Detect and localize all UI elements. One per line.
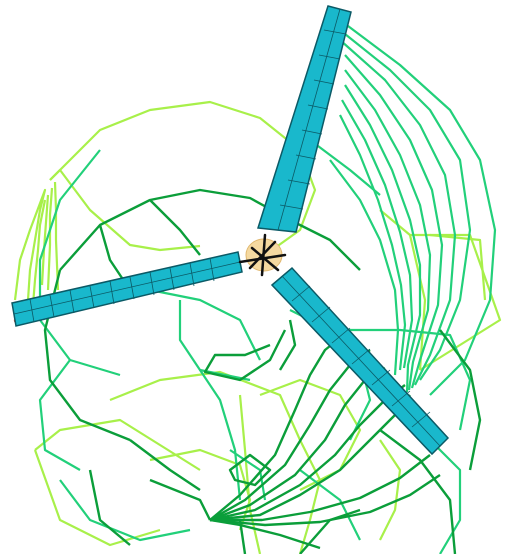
turbine-blade-left xyxy=(11,251,243,327)
turbine-hub xyxy=(238,233,287,277)
turbine-blade-right xyxy=(270,266,450,456)
wake-wireframe-light xyxy=(13,100,502,554)
turbine-blade-top xyxy=(257,5,352,233)
wake-wireframe-mid xyxy=(38,19,497,554)
